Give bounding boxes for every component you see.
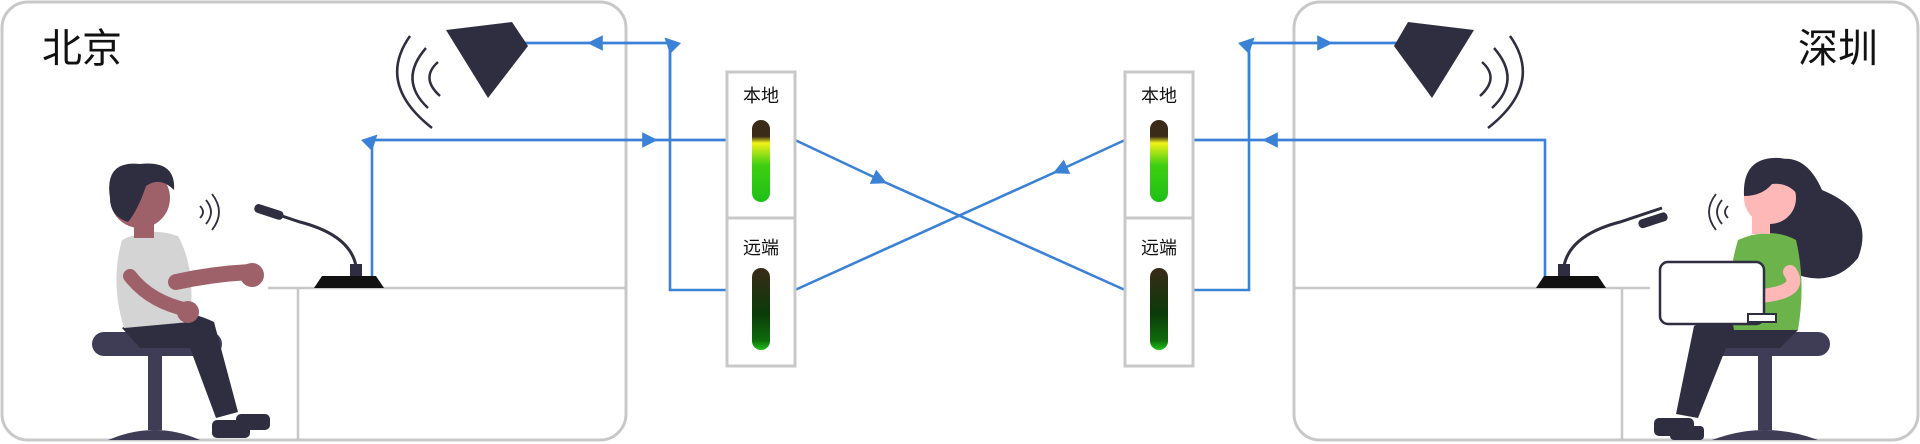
right-loudspeaker-icon <box>1394 22 1525 129</box>
wire-right-mic <box>1193 138 1547 282</box>
right-far-label: 远端 <box>1141 238 1177 259</box>
right-meter-panel: 本地 远端 <box>1123 70 1195 368</box>
left-far-level-meter <box>752 268 770 350</box>
wire-left-speaker <box>520 41 727 292</box>
wire-left-mic <box>360 134 727 282</box>
right-city-label: 深圳 <box>1798 26 1878 72</box>
left-far-label: 远端 <box>743 238 779 259</box>
left-meter-panel: 本地 远端 <box>725 70 797 368</box>
signal-wires <box>360 35 1547 292</box>
wire-right-speaker <box>1193 41 1400 292</box>
left-desk <box>268 286 626 440</box>
left-desk-microphone-icon <box>254 204 384 288</box>
left-loudspeaker-icon <box>395 22 528 129</box>
right-local-level-meter <box>1150 120 1168 202</box>
right-room-frame <box>1292 0 1920 442</box>
left-city-label: 北京 <box>42 26 122 72</box>
left-local-level-meter <box>752 120 770 202</box>
right-far-level-meter <box>1150 268 1168 350</box>
left-local-label: 本地 <box>743 86 779 107</box>
right-desk-microphone-icon <box>1536 206 1668 288</box>
wire-cross-left-to-right <box>794 138 1126 292</box>
right-desk <box>1294 286 1650 440</box>
wire-cross-right-to-left <box>794 138 1126 292</box>
right-seated-woman-laptop-icon <box>1654 157 1863 440</box>
right-local-label: 本地 <box>1141 86 1177 107</box>
left-room-frame <box>0 0 628 442</box>
left-seated-man-icon <box>92 163 270 440</box>
